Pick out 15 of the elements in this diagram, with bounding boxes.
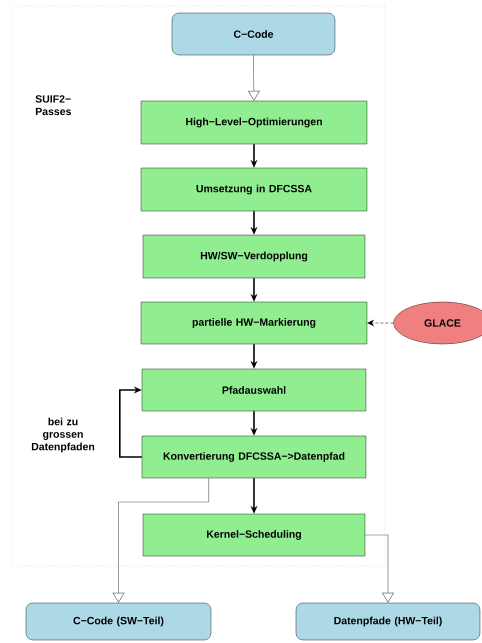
process-box: Pfadauswahl	[142, 368, 366, 412]
terminal-box: Datenpfade (HW−Teil)	[296, 602, 480, 640]
process-box: HW/SW−Verdopplung	[142, 234, 366, 278]
arrow	[119, 386, 142, 458]
edge-label: bei zu grossen Datenpfaden	[32, 418, 94, 452]
ellipse-node: GLACE	[394, 302, 482, 344]
terminal-box: C−Code	[172, 12, 336, 56]
process-box: High−Level−Optimierungen	[140, 100, 368, 144]
process-box: partielle HW−Markierung	[140, 302, 368, 344]
process-box: Kernel−Scheduling	[142, 514, 366, 556]
process-box: Umsetzung in DFCSSA	[140, 168, 368, 212]
frame-label: SUIF2− Passes	[36, 95, 71, 116]
process-box: Konvertierung DFCSSA−>Datenpfad	[142, 436, 366, 478]
terminal-box: C−Code (SW−Teil)	[26, 602, 212, 640]
arrow	[364, 534, 394, 603]
